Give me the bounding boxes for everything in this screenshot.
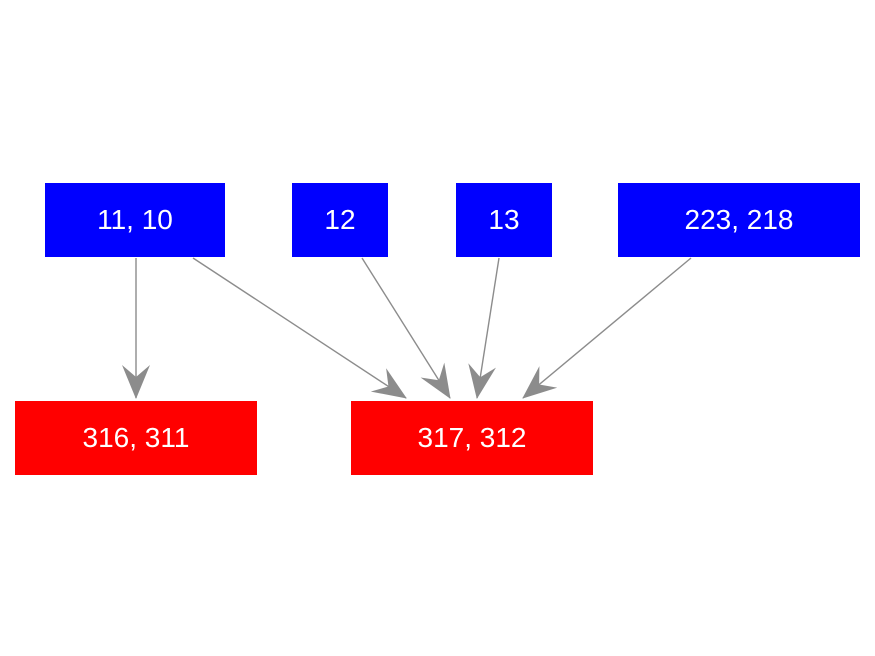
node-label: 316, 311	[82, 422, 190, 453]
node-label: 317, 312	[417, 422, 527, 453]
edge-11-10-to-317-312	[192, 257, 407, 399]
node-316-311: 316, 311	[15, 401, 257, 475]
node-223-218: 223, 218	[618, 183, 860, 257]
node-11-10: 11, 10	[45, 183, 225, 257]
node-label: 223, 218	[684, 204, 794, 235]
edge-12-to-317-312	[361, 257, 451, 399]
edge-223-218-to-317-312	[522, 257, 692, 399]
node-label: 13	[488, 204, 520, 235]
node-12: 12	[292, 183, 388, 257]
edge-13-to-317-312	[468, 257, 500, 399]
node-13: 13	[456, 183, 552, 257]
node-label: 11, 10	[97, 204, 173, 235]
node-label: 12	[324, 204, 356, 235]
node-317-312: 317, 312	[351, 401, 593, 475]
